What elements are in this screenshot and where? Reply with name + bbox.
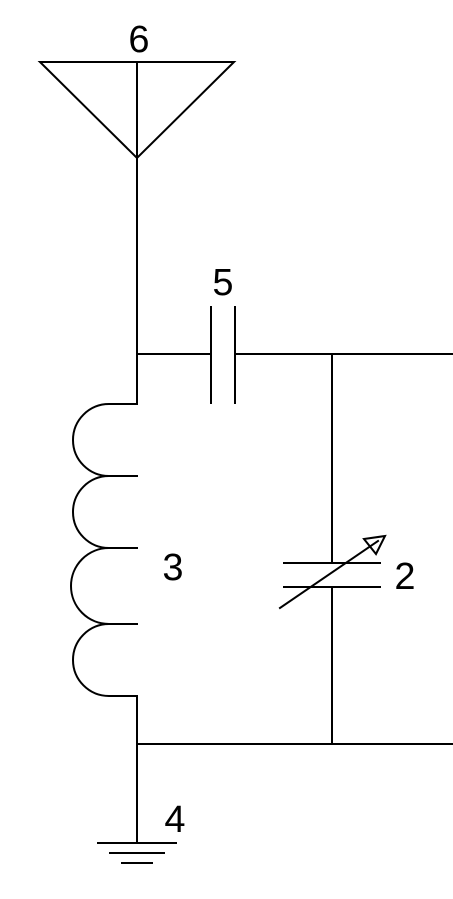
coupling-capacitor — [210, 306, 236, 404]
label-ground: 4 — [164, 799, 185, 841]
antenna-symbol — [37, 61, 237, 160]
variable-capacitor — [278, 534, 387, 610]
label-variable-capacitor: 2 — [394, 556, 415, 598]
label-antenna: 6 — [128, 19, 149, 61]
inductor-coil — [70, 403, 138, 697]
label-coupling-capacitor: 5 — [212, 262, 233, 304]
ground-symbol — [97, 842, 177, 864]
label-inductor: 3 — [162, 547, 183, 589]
